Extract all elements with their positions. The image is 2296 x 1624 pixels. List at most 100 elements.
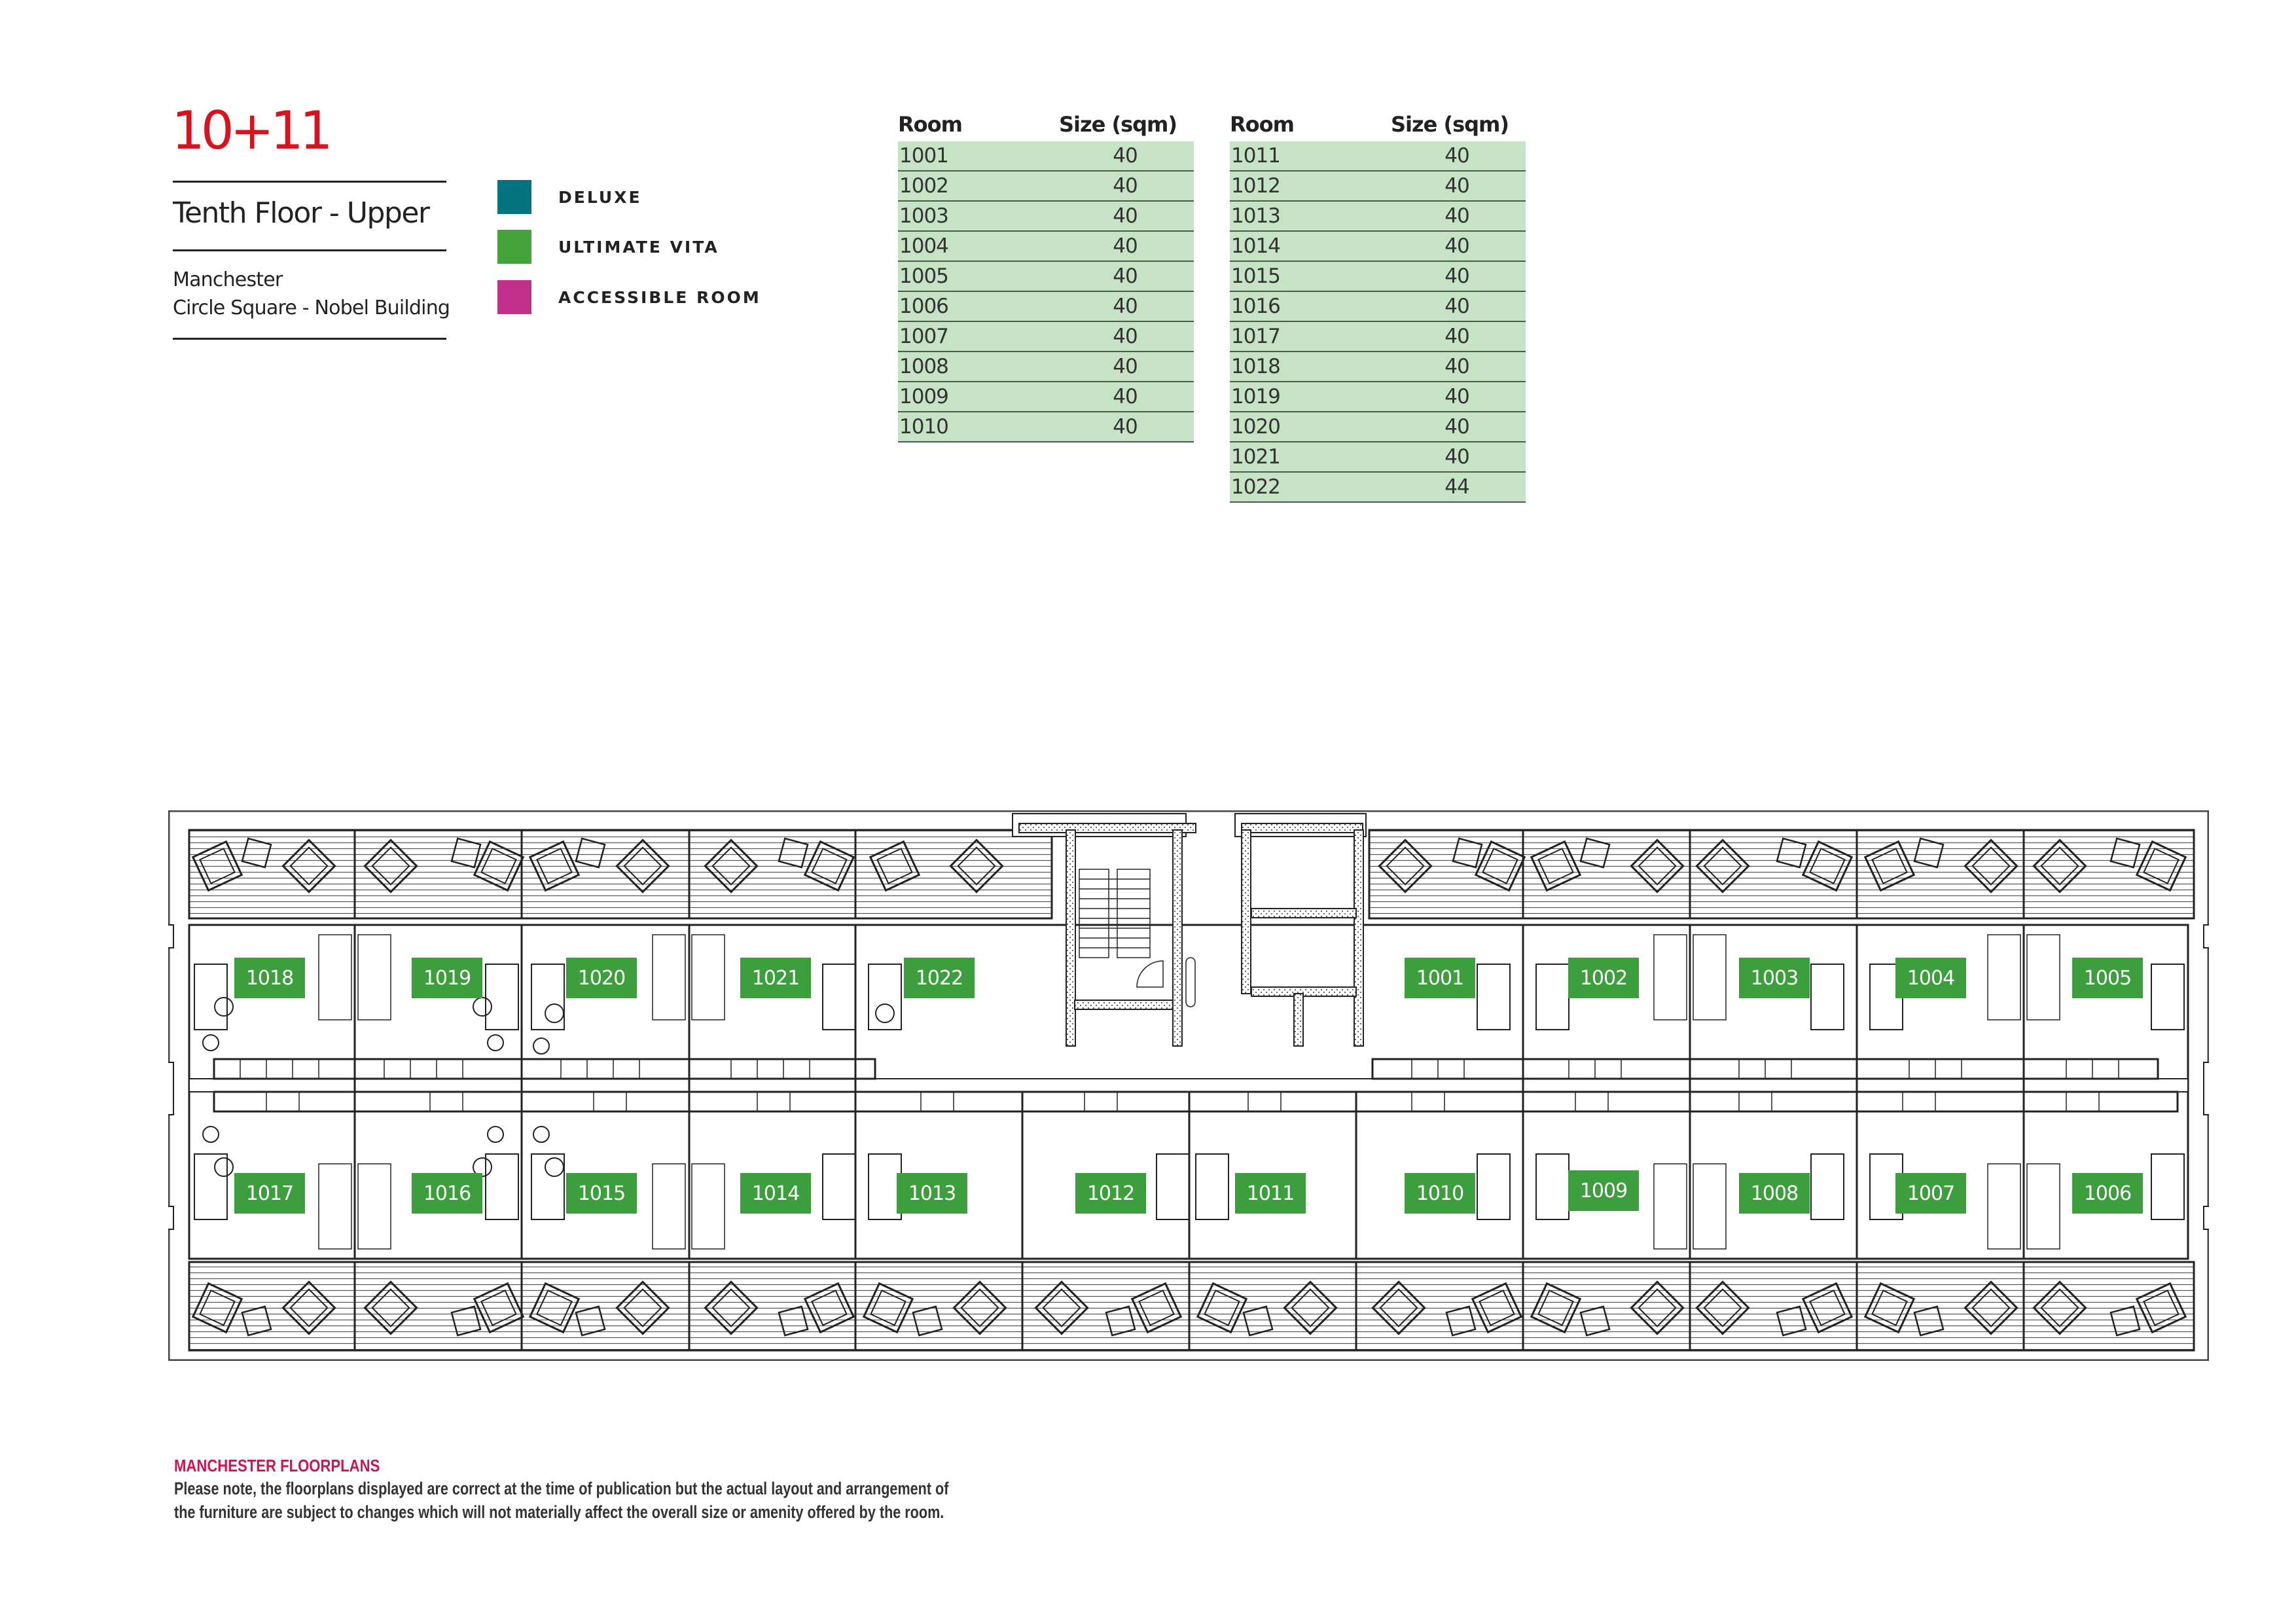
room-number-cell: 1004 [898, 231, 1017, 262]
room-label[interactable]: 1007 [1895, 1173, 1966, 1214]
room-number-cell: 1003 [898, 201, 1017, 232]
column-header-size: Size (sqm) [1058, 112, 1177, 137]
location-city: Manchester [173, 268, 283, 291]
column-header-room: Room [898, 112, 963, 137]
room-number-cell: 1013 [1230, 201, 1349, 232]
room-label[interactable]: 1006 [2072, 1173, 2143, 1214]
room-label[interactable]: 1001 [1405, 958, 1475, 998]
room-label[interactable]: 1020 [566, 958, 637, 998]
room-label[interactable]: 1005 [2072, 958, 2143, 998]
room-label[interactable]: 1008 [1739, 1173, 1810, 1214]
room-size-cell: 40 [1017, 261, 1194, 292]
legend-swatch-deluxe [497, 180, 531, 214]
divider [173, 249, 446, 251]
divider [173, 338, 446, 340]
terrace-bottom [188, 1261, 2195, 1352]
room-size-cell: 44 [1349, 472, 1526, 503]
room-number-cell: 1001 [898, 141, 1017, 171]
room-size-cell: 40 [1349, 382, 1526, 412]
floor-number: 10+11 [171, 100, 333, 161]
room-number-cell: 1011 [1230, 141, 1349, 171]
room-number-cell: 1018 [1230, 352, 1349, 382]
room-label[interactable]: 1004 [1895, 958, 1966, 998]
divider [173, 181, 446, 183]
room-label[interactable]: 1003 [1739, 958, 1810, 998]
room-number-cell: 1012 [1230, 171, 1349, 202]
room-label[interactable]: 1021 [740, 958, 811, 998]
room-label[interactable]: 1016 [412, 1173, 482, 1214]
room-size-cell: 40 [1349, 171, 1526, 202]
room-number-cell: 1006 [898, 291, 1017, 322]
room-size-cell: 40 [1017, 321, 1194, 352]
legend-label-accessible-room: ACCESSIBLE ROOM [558, 288, 761, 307]
room-label[interactable]: 1022 [904, 958, 975, 998]
column-header-size: Size (sqm) [1390, 112, 1509, 137]
legend-swatch-ultimate-vita [497, 230, 531, 264]
room-label[interactable]: 1009 [1568, 1170, 1639, 1211]
room-size-cell: 40 [1349, 442, 1526, 473]
room-size-cell: 40 [1017, 231, 1194, 262]
room-size-cell: 40 [1017, 171, 1194, 202]
room-label[interactable]: 1018 [234, 958, 305, 998]
note-body: Please note, the floorplans displayed ar… [174, 1477, 1064, 1524]
note-title: MANCHESTER FLOORPLANS [174, 1456, 380, 1475]
floorplan-drawing [166, 810, 2211, 1362]
room-number-cell: 1020 [1230, 412, 1349, 442]
room-label[interactable]: 1014 [740, 1173, 811, 1214]
room-size-cell: 40 [1017, 352, 1194, 382]
room-number-cell: 1008 [898, 352, 1017, 382]
room-number-cell: 1017 [1230, 321, 1349, 352]
legend-label-ultimate-vita: ULTIMATE VITA [558, 238, 719, 257]
room-number-cell: 1005 [898, 261, 1017, 292]
note-line-1: Please note, the floorplans displayed ar… [174, 1479, 949, 1498]
room-label[interactable]: 1013 [897, 1173, 967, 1214]
floorplan: 1018 1019 1020 1021 1022 1001 1002 1003 1004 1005… [166, 810, 2211, 1362]
room-number-cell: 1014 [1230, 231, 1349, 262]
room-size-cell: 40 [1349, 141, 1526, 171]
note-line-2: the furniture are subject to changes whi… [174, 1502, 944, 1522]
room-label[interactable]: 1011 [1235, 1173, 1306, 1214]
room-number-cell: 1019 [1230, 382, 1349, 412]
room-number-cell: 1015 [1230, 261, 1349, 292]
room-size-cell: 40 [1017, 141, 1194, 171]
room-label[interactable]: 1017 [234, 1173, 305, 1214]
room-label[interactable]: 1015 [566, 1173, 637, 1214]
room-number-cell: 1009 [898, 382, 1017, 412]
room-size-cell: 40 [1349, 231, 1526, 262]
room-size-cell: 40 [1349, 201, 1526, 232]
room-size-cell: 40 [1349, 412, 1526, 442]
room-label[interactable]: 1012 [1075, 1173, 1146, 1214]
room-size-cell: 40 [1349, 352, 1526, 382]
legend-swatch-accessible-room [497, 280, 531, 314]
room-label[interactable]: 1019 [412, 958, 482, 998]
room-size-cell: 40 [1017, 382, 1194, 412]
room-label[interactable]: 1002 [1568, 958, 1639, 998]
room-number-cell: 1002 [898, 171, 1017, 202]
room-label[interactable]: 1010 [1405, 1173, 1475, 1214]
room-size-cell: 40 [1017, 201, 1194, 232]
room-number-cell: 1021 [1230, 442, 1349, 473]
room-number-cell: 1016 [1230, 291, 1349, 322]
